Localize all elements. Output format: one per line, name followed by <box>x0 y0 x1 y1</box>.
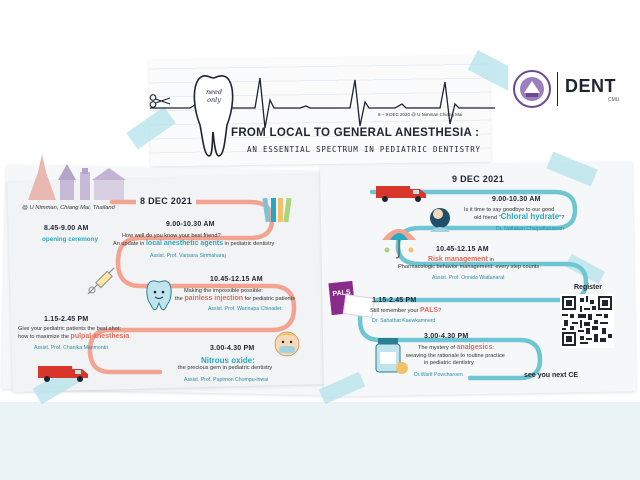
d1-s1-title: opening ceremony <box>42 236 98 243</box>
d2-s2-speaker: Assist. Prof. Onnida Wattanarat <box>432 275 505 281</box>
d1-s3-highlight: painless injection <box>184 295 244 302</box>
d2-s2-line1: Risk management in <box>428 256 494 264</box>
pencils-icon <box>262 197 292 223</box>
d1-s4-line2-pre: how to maximize the <box>18 334 71 340</box>
d2-s2-time: 10.45-12.15 AM <box>436 246 489 253</box>
happy-tooth-icon <box>146 280 172 311</box>
d1-s5-speaker: Assist. Prof. Papimon Chompu-inwai <box>184 377 269 383</box>
d1-s1-time: 8.45-9.00 AM <box>44 225 89 232</box>
d1-s2-time: 9.00-10.30 AM <box>166 221 215 228</box>
d1-s4-time: 1.15-2.45 PM <box>44 316 89 323</box>
d2-s2-line2: Pharmacologic behavior management: every… <box>398 264 540 270</box>
d2-s3-highlight: PALS <box>420 307 439 314</box>
page-subtitle: AN ESSENTIAL SPECTRUM IN PEDIATRIC DENTI… <box>247 145 481 154</box>
day1-date: 8 DEC 2021 <box>136 196 197 206</box>
d2-s4-line1-post: : <box>492 345 494 351</box>
truck-icon <box>38 366 88 382</box>
page-title: FROM LOCAL TO GENERAL ANESTHESIA : <box>231 127 480 139</box>
heartbeat-line <box>150 77 495 129</box>
child-illustration <box>274 331 300 357</box>
truck-icon-day2 <box>376 186 426 202</box>
sleeping-child-icon <box>430 208 450 232</box>
d1-s5-highlight: Nitrous oxide: <box>201 356 255 365</box>
d1-s3-line2-pre: the <box>175 296 185 302</box>
qr-code-icon <box>562 296 612 346</box>
d2-s3-speaker: Dr. Sahathat Kaewkamnerd <box>372 318 436 324</box>
d2-s3-time: 1.15-2.45 PM <box>372 297 417 304</box>
day1-venue: @ U Nimman, Chiang Mai, Thailand <box>22 205 115 211</box>
tooth-icon <box>193 75 234 157</box>
d2-s1-line2: old friend "Chloral hydrate"? <box>474 213 564 222</box>
d2-s1-line2-post: "? <box>559 215 565 221</box>
d2-s4-line3: in pediatric dentistry <box>424 360 474 366</box>
university-seal-logo <box>513 70 551 108</box>
d2-s2-highlight: Risk management <box>428 256 488 263</box>
d1-s2-line2-pre: An update in <box>113 241 146 247</box>
d1-s2-line2: An update in local anesthetic agents in … <box>113 240 274 248</box>
d1-s2-line2-post: in pediatric dentistry <box>223 241 275 247</box>
d2-s4-speaker: Dr.Warit Powcharoen <box>414 372 463 378</box>
register-qr-code[interactable] <box>560 294 614 348</box>
d2-s1-line1: Is it time to say goodbye to our good <box>464 207 555 213</box>
brand-name: DENT <box>565 76 616 96</box>
footer-band <box>0 402 640 480</box>
logo-divider <box>557 72 558 106</box>
d2-s3-line1-pre: Still remember your <box>370 308 421 314</box>
d2-s4-time: 3.00-4.30 PM <box>424 333 469 340</box>
event-info: 8 – 9 DEC 2020 @ U Nimman Chiang Mai <box>378 112 463 117</box>
logo-area: DENT CMU <box>508 66 632 112</box>
scissors-icon <box>149 94 171 108</box>
syringe-icon <box>87 267 115 295</box>
d1-s4-speaker: Assist. Prof. Chanika Manmontri <box>34 345 109 351</box>
d1-s3-line1: Making the impossible possible: <box>184 288 263 294</box>
d2-s1-highlight: Chloral hydrate <box>500 212 560 221</box>
closing-text: see you next CE <box>524 372 579 379</box>
medicine-bottle-icon <box>375 338 408 374</box>
d1-s2-line1: How well do you know your best friend? <box>122 233 221 239</box>
d2-s4-line1: The mystery of analgesics: <box>418 344 494 352</box>
d1-s2-speaker: Assist. Prof. Varisara Sirimaharaj <box>150 253 226 259</box>
d2-s1-time: 9.00-10.30 AM <box>492 196 541 203</box>
d1-s2-highlight: local anesthetic agents <box>145 240 223 247</box>
d1-s3-line2: the painless injection for pediatric pat… <box>175 295 295 303</box>
d2-s2-line1-post: in <box>487 257 494 263</box>
d2-s1-speaker: Dr. Nattakan Chaipattanawan <box>496 226 564 232</box>
d2-s3-line1-post: ? <box>438 308 442 314</box>
temple-illustration <box>28 154 126 200</box>
d2-s4-line2: weaving the rationale to routine practic… <box>406 353 505 359</box>
d2-s3-line1: Still remember your PALS? <box>370 307 441 315</box>
d2-s4-line1-pre: The mystery of <box>418 345 457 351</box>
brand-sub: CMU <box>608 97 620 103</box>
d1-s5-time: 3.00-4.30 PM <box>210 345 255 352</box>
d2-s1-line2-pre: old friend " <box>474 215 501 221</box>
d1-s3-time: 10.45-12.15 AM <box>210 276 263 283</box>
d1-s4-line2: how to maximize the pulpal anesthesia <box>18 333 129 341</box>
d1-s4-highlight: pulpal anesthesia <box>70 333 130 340</box>
umbrella-icon <box>382 229 416 259</box>
d1-s3-speaker: Assist. Prof. Wannapa Chinadet <box>208 306 282 312</box>
d1-s3-line2-post: for pediatric patients <box>243 296 296 302</box>
d2-s4-highlight: analgesics <box>456 344 493 351</box>
d1-s5-line2: the precious gem in pediatric dentistry <box>178 365 273 371</box>
day2-date: 9 DEC 2021 <box>452 174 505 184</box>
d1-s4-line1: Give your pediatric patients the best sh… <box>18 326 121 332</box>
need-only-label: need only <box>205 88 223 104</box>
register-label: Register <box>574 284 603 291</box>
